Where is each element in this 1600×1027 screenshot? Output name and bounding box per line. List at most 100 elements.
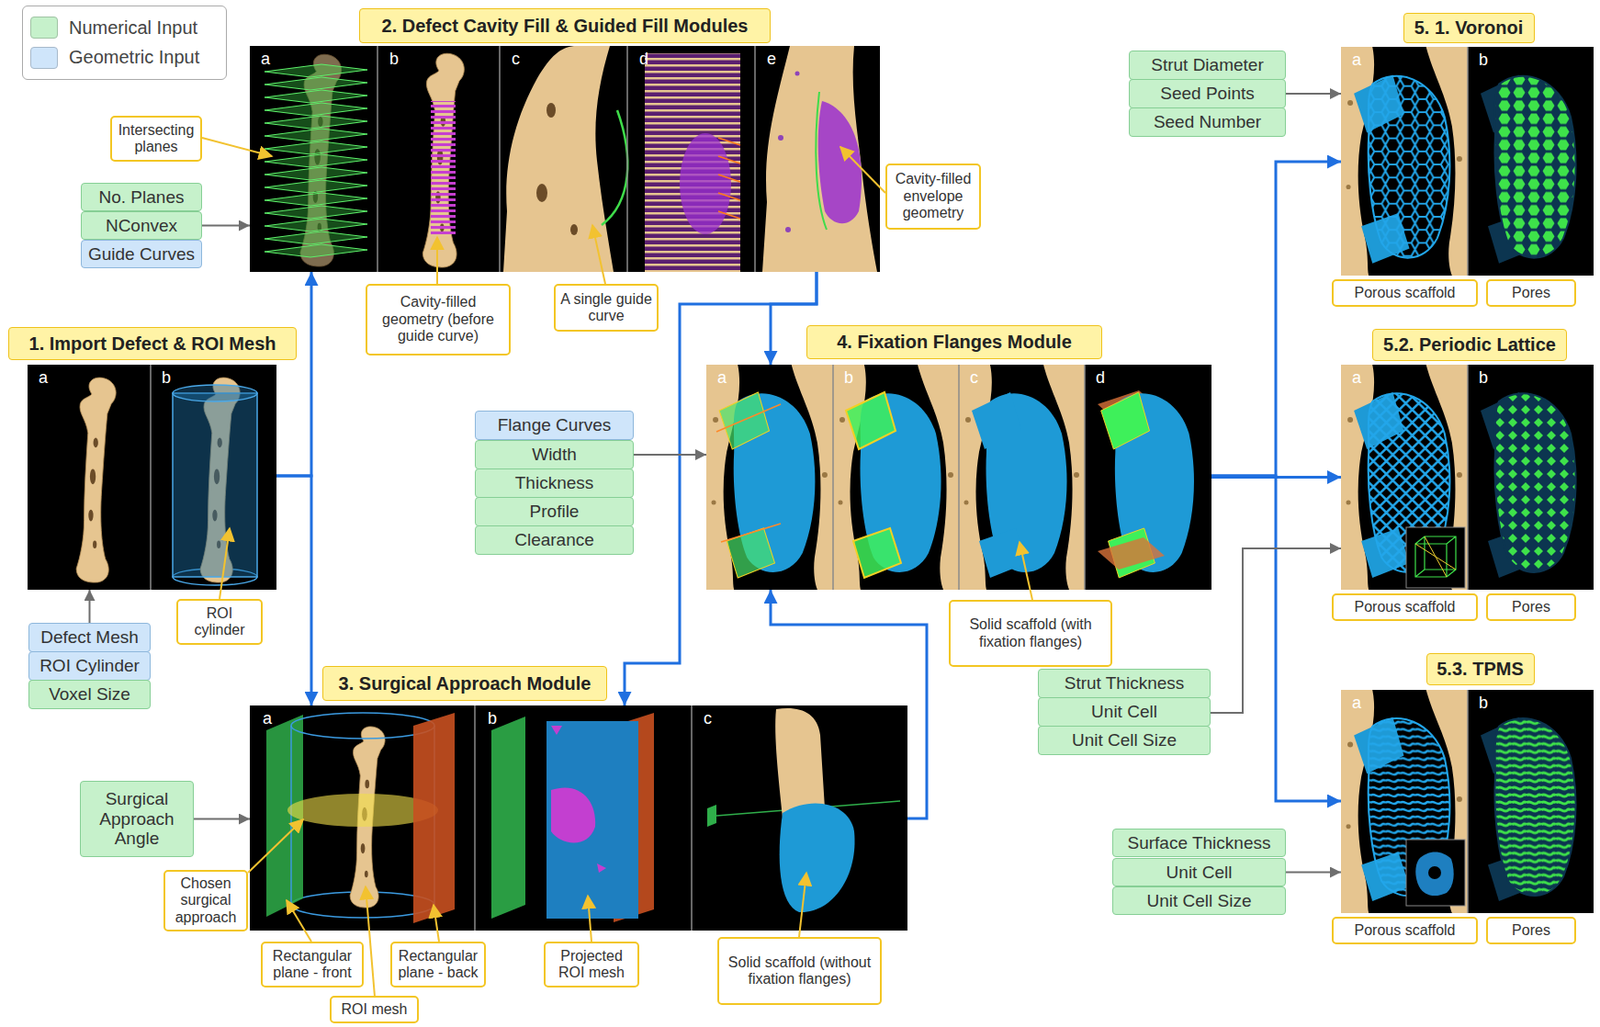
illustration-part — [1415, 852, 1454, 897]
panel-letter: b — [389, 50, 399, 68]
illustration-part — [1083, 364, 1086, 590]
illustration-part — [754, 45, 756, 272]
legend-row: Geometric Input — [30, 46, 219, 69]
panel-letter: a — [1352, 694, 1362, 711]
input-label: Strut Diameter — [1135, 55, 1280, 76]
panel-letter: a — [1352, 369, 1362, 386]
callout-box: ROI cylinder — [176, 598, 263, 645]
numerical-input-box: Seed Number — [1128, 107, 1286, 137]
callout-leader-lines — [202, 137, 1033, 997]
panel-letter: a — [38, 369, 48, 386]
input-label: Guide Curves — [87, 244, 196, 265]
callout-box: Cavity-filled envelope geometry — [885, 163, 981, 230]
illustration-part — [264, 102, 368, 116]
illustration-part — [498, 45, 501, 272]
panel-1-figure — [76, 377, 258, 586]
illustration-part — [840, 146, 886, 193]
illustration-part — [815, 91, 827, 230]
callout-box: Intersecting planes — [110, 115, 203, 162]
legend-swatch — [30, 46, 58, 69]
numerical-input-box: Thickness — [474, 468, 634, 498]
parameter-input-arrow — [1285, 92, 1341, 95]
illustration-part — [172, 393, 258, 577]
input-label: Strut Thickness — [1044, 673, 1205, 694]
callout-box: Chosen surgical approach — [163, 869, 248, 932]
illustration-part — [546, 102, 556, 118]
panel-letter: b — [1478, 369, 1488, 386]
illustration-part — [1428, 866, 1442, 879]
illustration-part — [832, 364, 834, 590]
geometric-input-box: Guide Curves — [80, 239, 203, 270]
numerical-input-box: Profile — [474, 496, 634, 527]
illustration-part — [551, 787, 596, 843]
illustration-part — [762, 45, 878, 272]
illustration-part — [1495, 718, 1577, 896]
illustration-part — [592, 225, 606, 284]
panel-letter: a — [1352, 51, 1362, 68]
illustration-part — [1415, 536, 1456, 577]
illustration-part — [264, 141, 368, 155]
numerical-input-box: Strut Diameter — [1128, 50, 1286, 80]
illustration-part — [845, 392, 902, 578]
input-label: ROI Cylinder — [34, 655, 145, 677]
legend-swatch — [30, 16, 58, 39]
module-title-text: 3. Surgical Approach Module — [330, 673, 599, 695]
geometric-input-box: Flange Curves — [474, 410, 634, 440]
image-panel: ab — [1340, 689, 1594, 913]
panel-letter: c — [703, 709, 712, 727]
illustration-part — [1495, 393, 1577, 573]
illustration-part — [433, 904, 440, 942]
module-title: 4. Fixation Flanges Module — [806, 325, 1103, 360]
input-label: Width — [481, 444, 628, 465]
illustration-part — [264, 90, 368, 103]
illustration-part — [833, 364, 959, 590]
image-panel: abcde — [249, 45, 880, 272]
callout-text: A single guide curve — [559, 291, 654, 326]
illustration-part — [264, 115, 368, 129]
illustration-part — [587, 895, 592, 942]
module-flow-arrow — [770, 589, 927, 819]
illustration-part — [706, 364, 1212, 590]
callout-text: Rectangular plane - back — [395, 947, 481, 982]
illustration-part — [247, 819, 304, 873]
image-panel: ab — [1340, 364, 1594, 590]
callout-text: ROI mesh — [335, 1001, 414, 1018]
callout-text: Pores — [1491, 284, 1571, 302]
input-label: Defect Mesh — [34, 627, 145, 648]
callout-box: Porous scaffold — [1331, 916, 1478, 945]
panel-letter: d — [1095, 369, 1105, 386]
illustration-part — [264, 128, 368, 142]
legend-text: Numerical Input — [68, 17, 198, 39]
illustration-part — [1466, 364, 1469, 590]
illustration-part — [1415, 536, 1456, 577]
illustration-part — [1340, 364, 1468, 590]
illustration-part — [249, 45, 880, 272]
illustration-part — [706, 364, 834, 590]
module-title: 1. Import Defect & ROI Mesh — [8, 326, 297, 361]
callout-text: Rectangular plane - front — [266, 947, 359, 982]
illustration-part — [546, 721, 639, 919]
illustration-part — [1466, 46, 1469, 276]
input-label: Flange Curves — [481, 415, 628, 436]
illustration-part — [718, 137, 741, 219]
illustration-part — [249, 705, 908, 931]
input-label: Unit Cell Size — [1044, 730, 1205, 751]
illustration-part — [1097, 537, 1165, 570]
input-label: Surface Thickness — [1118, 833, 1280, 854]
panel-letter: a — [717, 369, 727, 386]
legend-box: Numerical InputGeometric Input — [22, 5, 227, 80]
illustration-part — [172, 384, 258, 402]
callout-box: Pores — [1486, 279, 1577, 307]
numerical-input-box: Voxel Size — [28, 679, 151, 710]
illustration-part — [1340, 46, 1594, 276]
module-title: 5.3. TPMS — [1426, 653, 1535, 686]
callout-box: Porous scaffold — [1331, 593, 1478, 621]
illustration-part — [291, 712, 435, 739]
illustration-part — [264, 192, 368, 206]
module-title: 5. 1. Voronoi — [1403, 12, 1535, 44]
illustration-part — [1495, 76, 1577, 259]
input-label: Surgical Approach Angle — [86, 788, 188, 850]
illustration-part — [957, 364, 960, 590]
input-label: Thickness — [481, 473, 628, 494]
